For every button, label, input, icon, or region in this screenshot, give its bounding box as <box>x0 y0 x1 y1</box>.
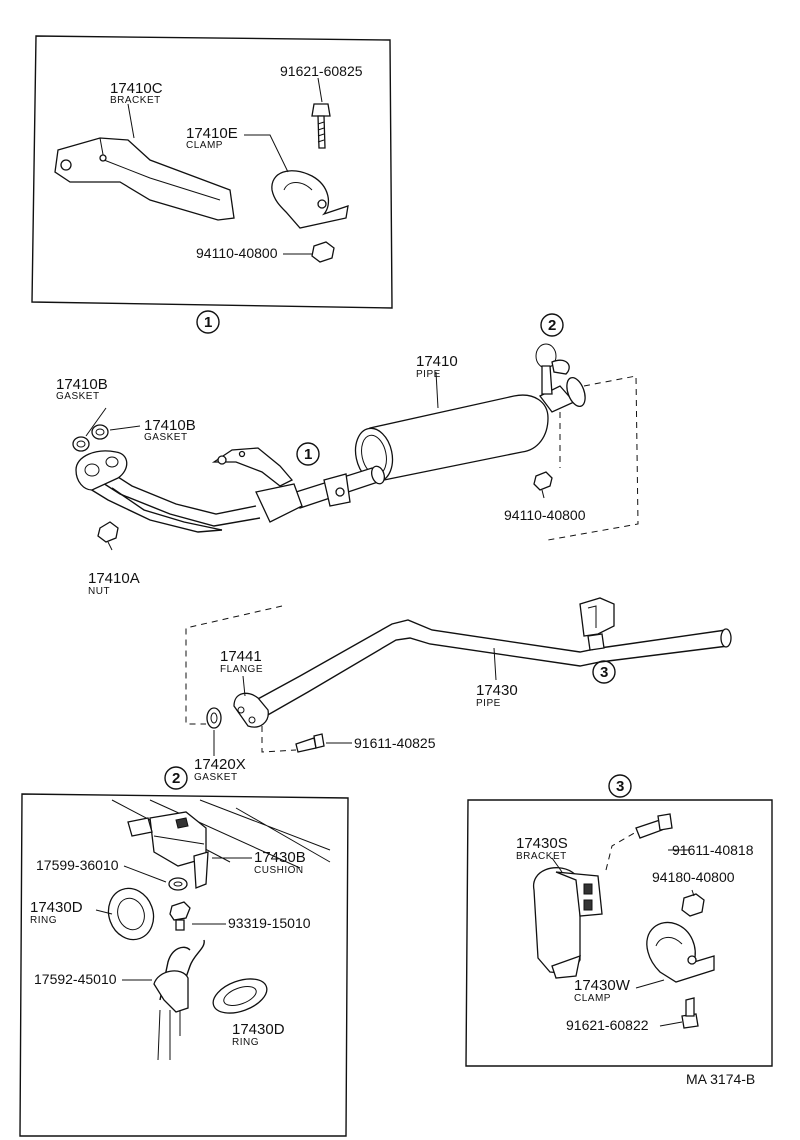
label-17420x: 17420X <box>194 756 246 773</box>
label-17410a: 17410A <box>88 570 140 587</box>
label-17430w: 17430W <box>574 977 631 994</box>
label-pipe-17410: PIPE <box>416 369 441 380</box>
label-91611-40818: 91611-40818 <box>672 842 754 858</box>
detail-box-1: 17410C BRACKET 91621-60825 17410E CLAMP … <box>31 35 393 309</box>
label-nut: NUT <box>88 586 110 597</box>
callout-circle-1-top: 1 <box>196 310 220 334</box>
detail-box-3: 17430S BRACKET 91611-40818 94180-40800 1… <box>465 799 773 1067</box>
label-91621-60825: 91621-60825 <box>280 63 363 79</box>
label-17410b-left: 17410B <box>56 376 108 393</box>
label-94110-40800-main: 94110-40800 <box>504 507 586 523</box>
callout-circle-2-top: 2 <box>540 313 564 337</box>
label-93319-15010: 93319-15010 <box>228 915 311 931</box>
circle-1-top-num: 1 <box>204 314 212 331</box>
nut-94110-40800-drawing <box>311 241 335 263</box>
circle-2-box-num: 2 <box>172 770 180 787</box>
label-bracket: BRACKET <box>110 95 161 106</box>
label-ring-top: RING <box>30 915 57 926</box>
detail-box-2: 17599-36010 17430B CUSHION 17430D RING 9… <box>19 793 349 1137</box>
label-17599-36010: 17599-36010 <box>36 857 119 873</box>
circle-3-box-num: 3 <box>616 778 624 795</box>
label-17430: 17430 <box>476 682 518 699</box>
label-17441: 17441 <box>220 648 262 665</box>
label-ring-bottom: RING <box>232 1037 259 1048</box>
label-gasket-mid: GASKET <box>194 772 238 783</box>
callout-circle-1-main: 1 <box>296 442 320 466</box>
label-91611-40825: 91611-40825 <box>354 735 436 751</box>
bolt-91621-60825-drawing <box>311 103 331 149</box>
label-17410e: 17410E <box>186 125 238 142</box>
label-17410: 17410 <box>416 353 458 370</box>
label-17410c: 17410C <box>110 80 163 97</box>
label-pipe-17430: PIPE <box>476 698 501 709</box>
callout-circle-3-main: 3 <box>592 660 616 684</box>
label-clamp-box3: CLAMP <box>574 993 611 1004</box>
label-bracket-box3: BRACKET <box>516 851 567 862</box>
circle-1-main-num: 1 <box>304 446 312 463</box>
callout-circle-3-box: 3 <box>608 774 632 798</box>
label-17430s: 17430S <box>516 835 568 852</box>
label-clamp: CLAMP <box>186 140 223 151</box>
front-pipe-assembly <box>72 343 586 543</box>
label-gasket-right: GASKET <box>144 432 188 443</box>
label-94180-40800: 94180-40800 <box>652 869 735 885</box>
tail-pipe-assembly <box>206 597 732 753</box>
label-17592-45010: 17592-45010 <box>34 971 117 987</box>
label-17430b: 17430B <box>254 849 306 866</box>
label-gasket-left: GASKET <box>56 391 100 402</box>
label-91621-60822: 91621-60822 <box>566 1017 649 1033</box>
circle-2-top-num: 2 <box>548 317 556 334</box>
label-17430d-bottom: 17430D <box>232 1021 285 1038</box>
label-94110-40800-box1: 94110-40800 <box>196 245 278 261</box>
label-cushion: CUSHION <box>254 865 304 876</box>
bracket-17410c-drawing <box>54 137 235 221</box>
diagram-code: MA 3174-B <box>686 1071 755 1087</box>
callout-circle-2-box: 2 <box>164 766 188 790</box>
label-flange: FLANGE <box>220 664 263 675</box>
circle-3-main-num: 3 <box>600 664 608 681</box>
clamp-17410e-drawing <box>271 170 349 229</box>
label-17430d-top: 17430D <box>30 899 83 916</box>
label-17410b-right: 17410B <box>144 417 196 434</box>
